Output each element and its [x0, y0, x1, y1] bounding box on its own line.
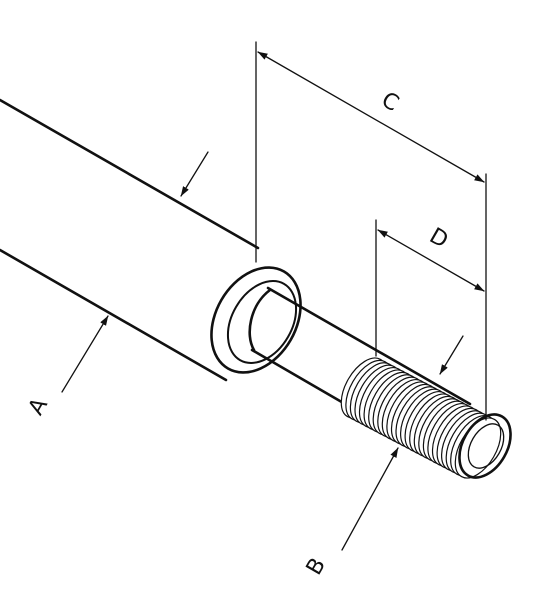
callout-b-label: B [302, 554, 331, 580]
dim-c-line [257, 51, 485, 183]
shaft-silhouette [248, 288, 272, 352]
callout-a-label: A [24, 394, 53, 420]
callout-a: A [24, 315, 109, 420]
leader-b [341, 447, 399, 551]
leader-a [61, 315, 109, 393]
dimension-d: D [375, 219, 485, 357]
dim-c-label: C [377, 88, 403, 117]
dim-d-line [377, 229, 485, 292]
thread-section [340, 357, 502, 479]
shaft-end-face [458, 413, 512, 479]
shaft-end-chamfer [467, 423, 505, 469]
sleeve-bottom-edge [0, 248, 228, 382]
shaft-top-edge [266, 286, 472, 406]
callout-b: B [302, 447, 399, 580]
sleeve-top-edge [0, 98, 260, 250]
thread-diameter-arrow [439, 335, 464, 375]
outer-sleeve [0, 98, 302, 382]
sleeve-end-face [210, 266, 302, 374]
sleeve-diameter-arrow [180, 151, 209, 197]
sleeve-inner-bore [226, 280, 298, 364]
dim-d-label: D [425, 224, 452, 254]
